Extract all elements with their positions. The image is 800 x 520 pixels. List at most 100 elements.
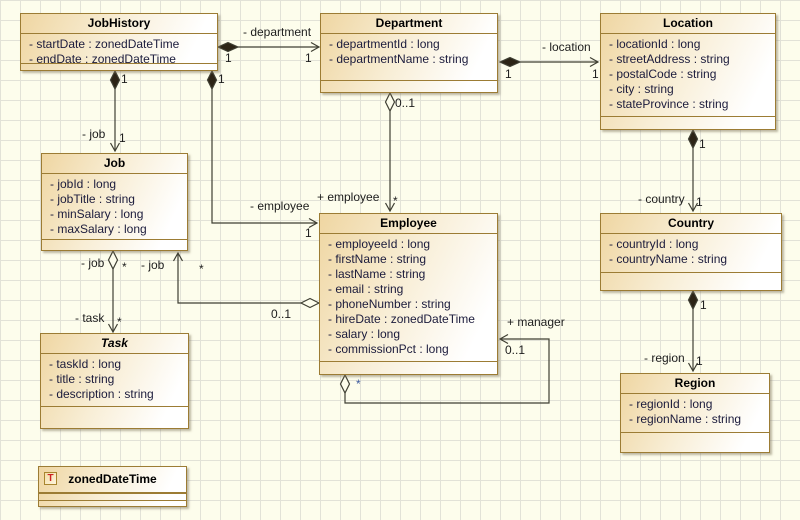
operations-compartment <box>42 239 187 250</box>
relation-label: - location <box>542 40 591 54</box>
relation-employee-job[interactable] <box>172 251 321 309</box>
class-attributes: - departmentId : long - departmentName :… <box>321 34 497 80</box>
open-arrow-icon <box>384 202 396 213</box>
relation-label: + employee <box>317 190 380 204</box>
relation-label: - job <box>82 127 106 141</box>
class-title: Department <box>321 14 497 34</box>
attribute: - streetAddress : string <box>609 52 730 66</box>
class-department[interactable]: Department - departmentId : long - depar… <box>320 13 498 93</box>
multiplicity: 1 <box>592 67 599 81</box>
datatype-zoneddatetime[interactable]: T zonedDateTime <box>38 466 187 507</box>
open-arrow-icon <box>687 362 699 373</box>
datatype-title: T zonedDateTime <box>39 467 186 493</box>
filled-diamond-icon <box>687 128 699 150</box>
relation-jobhistory-employee[interactable] <box>206 69 319 229</box>
open-arrow-icon <box>308 217 319 229</box>
class-job[interactable]: Job - jobId : long - jobTitle : string -… <box>41 153 188 251</box>
relation-job-task[interactable] <box>107 249 119 334</box>
relation-label: - employee <box>250 199 310 213</box>
attribute: - city : string <box>609 82 674 96</box>
multiplicity: 1 <box>505 67 512 81</box>
multiplicity: 1 <box>121 72 128 86</box>
open-arrow-icon <box>589 56 600 68</box>
attribute: - phoneNumber : string <box>328 297 451 311</box>
multiplicity: 1 <box>218 72 225 86</box>
open-arrow-icon <box>172 251 184 262</box>
open-arrow-icon <box>687 202 699 213</box>
relation-location-country[interactable] <box>687 128 699 213</box>
class-region[interactable]: Region - regionId : long - regionName : … <box>620 373 770 453</box>
attribute: - taskId : long <box>49 357 122 371</box>
relation-label: - region <box>644 351 685 365</box>
multiplicity: * <box>117 315 122 329</box>
class-jobhistory[interactable]: JobHistory - startDate : zonedDateTime -… <box>20 13 218 71</box>
multiplicity: 1 <box>696 195 703 209</box>
hollow-diamond-icon <box>299 297 321 309</box>
relation-jobhistory-department[interactable] <box>216 41 321 53</box>
attribute: - departmentId : long <box>329 37 440 51</box>
attribute: - regionId : long <box>629 397 713 411</box>
operations-compartment <box>41 406 188 428</box>
datatype-name: zonedDateTime <box>68 472 157 486</box>
open-arrow-icon <box>109 142 121 153</box>
attribute: - hireDate : zonedDateTime <box>328 312 475 326</box>
relation-employee-manager[interactable] <box>339 333 550 404</box>
open-arrow-icon <box>107 323 119 334</box>
class-task[interactable]: Task - taskId : long - title : string - … <box>40 333 189 429</box>
multiplicity: 1 <box>119 131 126 145</box>
multiplicity: * <box>356 377 361 391</box>
class-title: JobHistory <box>21 14 217 34</box>
relation-label: - department <box>243 25 312 39</box>
class-title: Employee <box>320 214 497 234</box>
relation-label: - task <box>75 311 105 325</box>
class-attributes: - regionId : long - regionName : string <box>621 394 769 432</box>
class-country[interactable]: Country - countryId : long - countryName… <box>600 213 782 291</box>
attribute: - departmentName : string <box>329 52 469 66</box>
class-title: Job <box>42 154 187 174</box>
filled-diamond-icon <box>216 41 240 53</box>
class-title: Country <box>601 214 781 234</box>
attribute: - endDate : zonedDateTime <box>29 52 176 63</box>
multiplicity: * <box>199 262 204 276</box>
attribute: - startDate : zonedDateTime <box>29 37 180 51</box>
class-employee[interactable]: Employee - employeeId : long - firstName… <box>319 213 498 375</box>
attribute: - title : string <box>49 372 115 386</box>
hollow-diamond-icon <box>384 91 396 113</box>
multiplicity: 1 <box>700 298 707 312</box>
operations-compartment <box>321 80 497 92</box>
class-attributes: - startDate : zonedDateTime - endDate : … <box>21 34 217 63</box>
attribute: - jobId : long <box>50 177 117 191</box>
attribute: - maxSalary : long <box>50 222 147 236</box>
attribute: - regionName : string <box>629 412 742 426</box>
relation-department-location[interactable] <box>498 56 600 68</box>
attribute: - postalCode : string <box>609 67 717 81</box>
multiplicity: 1 <box>305 226 312 240</box>
class-attributes: - taskId : long - title : string - descr… <box>41 354 188 406</box>
class-title: Task <box>41 334 188 354</box>
class-title: Region <box>621 374 769 394</box>
multiplicity: 1 <box>696 354 703 368</box>
class-location[interactable]: Location - locationId : long - streetAdd… <box>600 13 776 130</box>
class-title: Location <box>601 14 775 34</box>
datatype-compartment <box>39 500 186 506</box>
relation-label: - country <box>638 192 685 206</box>
relation-label: - job <box>81 256 105 270</box>
relation-jobhistory-job[interactable] <box>109 69 121 153</box>
hollow-diamond-icon <box>107 249 119 271</box>
open-arrow-icon <box>498 333 509 345</box>
attribute: - salary : long <box>328 327 401 341</box>
relation-country-region[interactable] <box>687 289 699 373</box>
attribute: - firstName : string <box>328 252 427 266</box>
attribute: - locationId : long <box>609 37 701 51</box>
attribute: - lastName : string <box>328 267 426 281</box>
relation-label: + manager <box>507 315 565 329</box>
datatype-icon: T <box>44 472 57 485</box>
multiplicity: 1 <box>699 137 706 151</box>
filled-diamond-icon <box>498 56 522 68</box>
multiplicity: 1 <box>225 51 232 65</box>
class-attributes: - countryId : long - countryName : strin… <box>601 234 781 272</box>
attribute: - description : string <box>49 387 154 401</box>
relation-department-employee[interactable] <box>384 91 396 213</box>
